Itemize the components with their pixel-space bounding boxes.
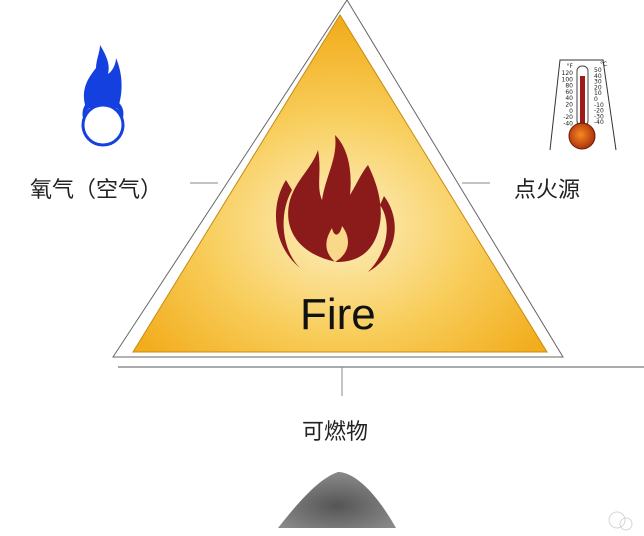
celsius-tick: -30: [594, 113, 604, 120]
fahrenheit-tick: 0: [569, 108, 573, 115]
celsius-tick: 10: [594, 90, 602, 97]
fahrenheit-unit: °F: [567, 63, 574, 70]
fire-label: Fire: [300, 290, 376, 339]
thermometer-icon: °F°C120100806040200-20-4050403020100-10-…: [549, 59, 617, 151]
fuel-label: 可燃物: [302, 420, 369, 445]
celsius-tick: -10: [594, 102, 604, 109]
oxygen-icon: [81, 45, 125, 147]
oxygen-label: 氧气（空气）: [30, 178, 163, 203]
celsius-tick: -40: [594, 119, 604, 126]
fahrenheit-tick: -20: [563, 114, 573, 121]
celsius-unit: °C: [600, 61, 607, 68]
fahrenheit-tick: 120: [562, 70, 574, 77]
fahrenheit-tick: -40: [563, 120, 573, 127]
fahrenheit-tick: 60: [565, 89, 573, 96]
ignition-source-label: 点火源: [514, 178, 581, 203]
celsius-tick: 50: [594, 67, 602, 74]
flame-icon: [275, 135, 395, 272]
fahrenheit-tick: 100: [562, 76, 574, 83]
fuel-pile-image: [278, 472, 396, 528]
fahrenheit-tick: 20: [565, 102, 573, 109]
celsius-tick: 40: [594, 73, 602, 80]
celsius-tick: -20: [594, 108, 604, 115]
celsius-tick: 30: [594, 79, 602, 86]
fahrenheit-tick: 40: [565, 95, 573, 102]
fahrenheit-tick: 80: [565, 83, 573, 90]
celsius-tick: 20: [594, 84, 602, 91]
celsius-tick: 0: [594, 96, 598, 103]
watermark-logo: [608, 511, 633, 531]
